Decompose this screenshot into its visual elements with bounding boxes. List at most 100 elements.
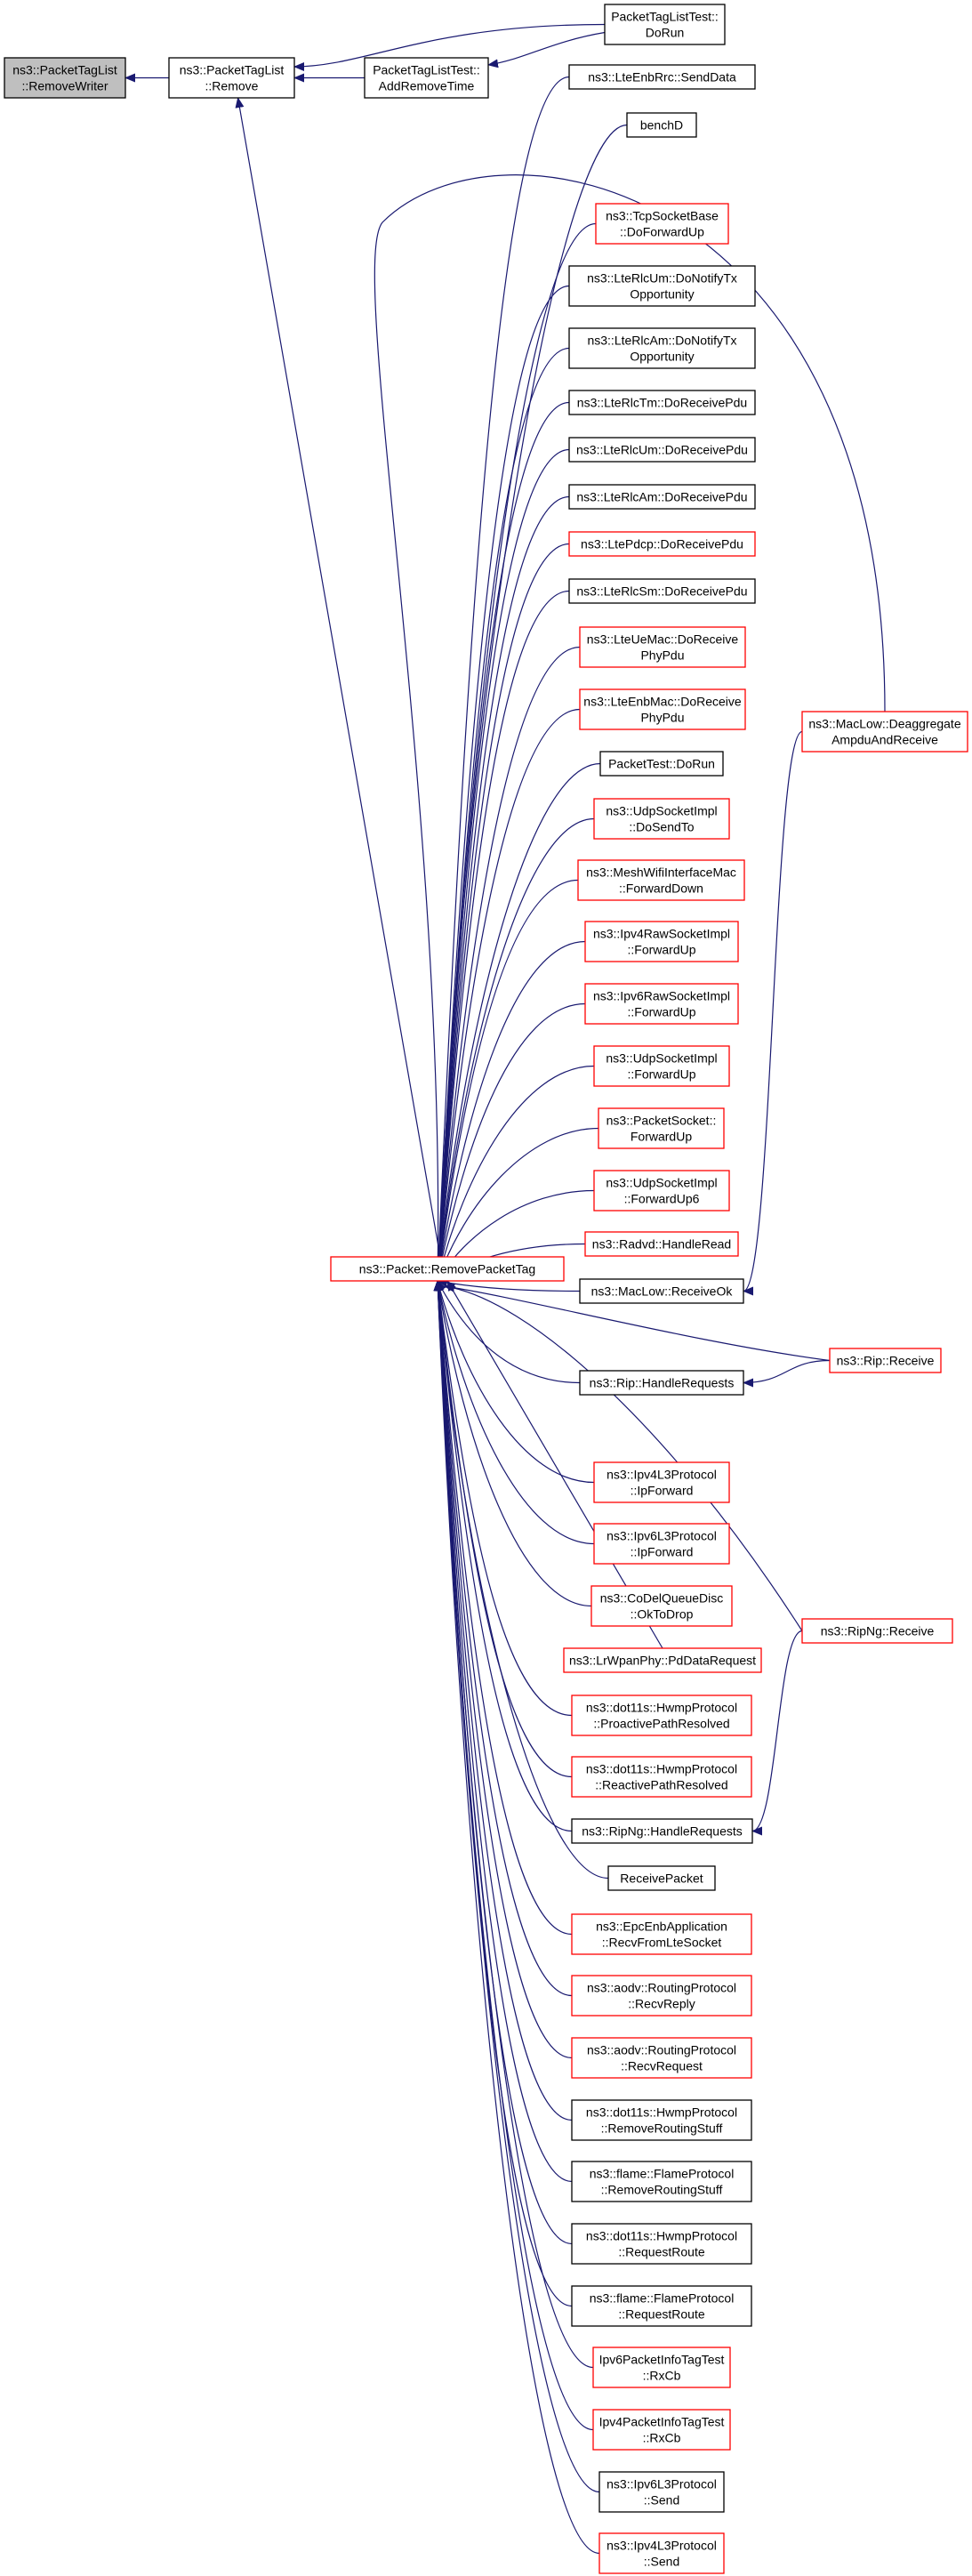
node-label-n02-line0: benchD: [640, 118, 683, 133]
node-label-n11-line1: PhyPdu: [640, 648, 684, 663]
node-label-n14-line0: ns3::UdpSocketImpl: [606, 804, 717, 818]
node-n23[interactable]: ns3::Rip::HandleRequests: [579, 1370, 744, 1396]
node-label-n37-line0: ns3::dot11s::HwmpProtocol: [586, 2229, 737, 2243]
node-label-n15-line0: ns3::MeshWifiInterfaceMac: [586, 865, 736, 880]
node-label-n35-line0: ns3::dot11s::HwmpProtocol: [586, 2105, 737, 2120]
node-box-n05: [568, 327, 756, 369]
node-box-n03: [595, 203, 729, 245]
node-n35[interactable]: ns3::dot11s::HwmpProtocol::RemoveRouting…: [571, 2099, 752, 2141]
node-n06[interactable]: ns3::LteRlcTm::DoReceivePdu: [568, 390, 756, 415]
node-label-n20-line0: ns3::UdpSocketImpl: [606, 1176, 717, 1190]
edge-n12-to-removepackettag: [434, 708, 581, 1282]
node-n19[interactable]: ns3::PacketSocket::ForwardUp: [598, 1107, 725, 1149]
node-label-n41-line1: ::Send: [644, 2493, 679, 2508]
edge-n38-to-removepackettag: [433, 1280, 573, 2307]
node-n40[interactable]: Ipv4PacketInfoTagTest::RxCb: [592, 2409, 731, 2451]
node-n18[interactable]: ns3::UdpSocketImpl::ForwardUp: [593, 1045, 730, 1087]
node-label-n04-line0: ns3::LteRlcUm::DoNotifyTx: [587, 271, 737, 286]
node-label-n41-line0: ns3::Ipv6L3Protocol: [606, 2477, 717, 2491]
node-box-n20: [593, 1170, 730, 1212]
node-box-maclowdeagg: [801, 711, 968, 753]
node-box-n12: [579, 688, 746, 730]
node-remove[interactable]: ns3::PacketTagList::Remove: [168, 57, 295, 99]
edge-n42-to-removepackettag: [433, 1280, 600, 2555]
node-label-n06-line0: ns3::LteRlcTm::DoReceivePdu: [577, 396, 747, 410]
edge-n17-to-removepackettag: [435, 1002, 586, 1282]
edge-ptltdorun-to-ptltaddremove: [487, 31, 606, 68]
node-ripngreceive[interactable]: ns3::RipNg::Receive: [801, 1618, 953, 1644]
node-label-n18-line0: ns3::UdpSocketImpl: [606, 1051, 717, 1066]
node-n09[interactable]: ns3::LtePdcp::DoReceivePdu: [568, 531, 756, 557]
node-ripreceive[interactable]: ns3::Rip::Receive: [829, 1348, 942, 1373]
node-n25[interactable]: ns3::Ipv6L3Protocol::IpForward: [593, 1523, 730, 1565]
edge-n26-to-removepackettag: [434, 1280, 592, 1607]
node-box-n39: [592, 2347, 731, 2388]
node-removepackettag[interactable]: ns3::Packet::RemovePacketTag: [330, 1256, 565, 1282]
node-n34[interactable]: ns3::aodv::RoutingProtocol::RecvRequest: [571, 2037, 752, 2079]
node-n03[interactable]: ns3::TcpSocketBase::DoForwardUp: [595, 203, 729, 245]
node-n42[interactable]: ns3::Ipv4L3Protocol::Send: [598, 2532, 725, 2574]
edge-maclowdeagg-to-n22: [743, 730, 803, 1296]
node-label-n17-line1: ::ForwardUp: [627, 1005, 695, 1019]
node-n33[interactable]: ns3::aodv::RoutingProtocol::RecvReply: [571, 1975, 752, 2017]
node-n17[interactable]: ns3::Ipv6RawSocketImpl::ForwardUp: [584, 983, 739, 1025]
node-n21[interactable]: ns3::Radvd::HandleRead: [584, 1231, 739, 1257]
node-root[interactable]: ns3::PacketTagList::RemoveWriter: [4, 57, 126, 99]
node-n38[interactable]: ns3::flame::FlameProtocol::RequestRoute: [571, 2285, 752, 2327]
node-n14[interactable]: ns3::UdpSocketImpl::DoSendTo: [593, 798, 730, 840]
edges-layer: [125, 23, 886, 2555]
node-label-n12-line0: ns3::LteEnbMac::DoReceive: [583, 695, 742, 709]
node-n26[interactable]: ns3::CoDelQueueDisc::OkToDrop: [590, 1585, 733, 1627]
node-n28[interactable]: ns3::dot11s::HwmpProtocol::ProactivePath…: [571, 1695, 752, 1736]
node-n41[interactable]: ns3::Ipv6L3Protocol::Send: [598, 2471, 725, 2513]
node-n24[interactable]: ns3::Ipv4L3Protocol::IpForward: [593, 1461, 730, 1503]
node-label-n23-line0: ns3::Rip::HandleRequests: [590, 1376, 735, 1390]
node-n31[interactable]: ReceivePacket: [607, 1865, 716, 1891]
node-label-n33-line0: ns3::aodv::RoutingProtocol: [587, 1981, 736, 1995]
node-label-n27-line0: ns3::LrWpanPhy::PdDataRequest: [569, 1654, 756, 1668]
node-n29[interactable]: ns3::dot11s::HwmpProtocol::ReactivePathR…: [571, 1756, 752, 1798]
node-n27[interactable]: ns3::LrWpanPhy::PdDataRequest: [563, 1647, 762, 1673]
node-box-n09: [568, 531, 756, 557]
edge-n19-to-removepackettag: [436, 1127, 599, 1282]
edge-n09-to-removepackettag: [433, 543, 570, 1282]
node-n13[interactable]: PacketTest::DoRun: [599, 751, 724, 777]
edge-ripreceive-to-n23: [743, 1359, 831, 1388]
node-n15[interactable]: ns3::MeshWifiInterfaceMac::ForwardDown: [577, 859, 745, 901]
node-box-n26: [590, 1585, 733, 1627]
node-label-n05-line0: ns3::LteRlcAm::DoNotifyTx: [587, 334, 736, 348]
node-n20[interactable]: ns3::UdpSocketImpl::ForwardUp6: [593, 1170, 730, 1212]
node-label-n16-line0: ns3::Ipv4RawSocketImpl: [593, 927, 730, 941]
node-ptltaddremove[interactable]: PacketTagListTest::AddRemoveTime: [364, 57, 489, 99]
node-n22[interactable]: ns3::MacLow::ReceiveOk: [579, 1278, 744, 1304]
node-n32[interactable]: ns3::EpcEnbApplication::RecvFromLteSocke…: [571, 1913, 752, 1955]
node-box-n02: [626, 112, 697, 138]
node-label-n26-line1: ::OkToDrop: [631, 1607, 694, 1622]
node-label-n38-line1: ::RequestRoute: [618, 2307, 704, 2322]
node-label-n24-line0: ns3::Ipv4L3Protocol: [606, 1468, 717, 1482]
node-box-removepackettag: [330, 1256, 565, 1282]
edge-n30-to-removepackettag: [434, 1280, 573, 1832]
node-n37[interactable]: ns3::dot11s::HwmpProtocol::RequestRoute: [571, 2223, 752, 2265]
node-n36[interactable]: ns3::flame::FlameProtocol::RemoveRouting…: [571, 2161, 752, 2202]
node-ptltdorun[interactable]: PacketTagListTest::DoRun: [604, 4, 726, 45]
node-box-ripngreceive: [801, 1618, 953, 1644]
node-n01[interactable]: ns3::LteEnbRrc::SendData: [568, 64, 756, 90]
node-label-n34-line0: ns3::aodv::RoutingProtocol: [587, 2043, 736, 2057]
node-n02[interactable]: benchD: [626, 112, 697, 138]
edge-n01-to-removepackettag: [433, 76, 570, 1282]
node-n07[interactable]: ns3::LteRlcUm::DoReceivePdu: [568, 437, 756, 463]
node-n30[interactable]: ns3::RipNg::HandleRequests: [571, 1818, 753, 1844]
node-label-ripngreceive-line0: ns3::RipNg::Receive: [821, 1624, 935, 1638]
node-n16[interactable]: ns3::Ipv4RawSocketImpl::ForwardUp: [584, 921, 739, 962]
edge-n15-to-removepackettag: [434, 879, 579, 1282]
node-label-n25-line0: ns3::Ipv6L3Protocol: [606, 1529, 717, 1543]
node-n08[interactable]: ns3::LteRlcAm::DoReceivePdu: [568, 484, 756, 510]
node-n10[interactable]: ns3::LteRlcSm::DoReceivePdu: [568, 578, 756, 604]
node-n39[interactable]: Ipv6PacketInfoTagTest::RxCb: [592, 2347, 731, 2388]
